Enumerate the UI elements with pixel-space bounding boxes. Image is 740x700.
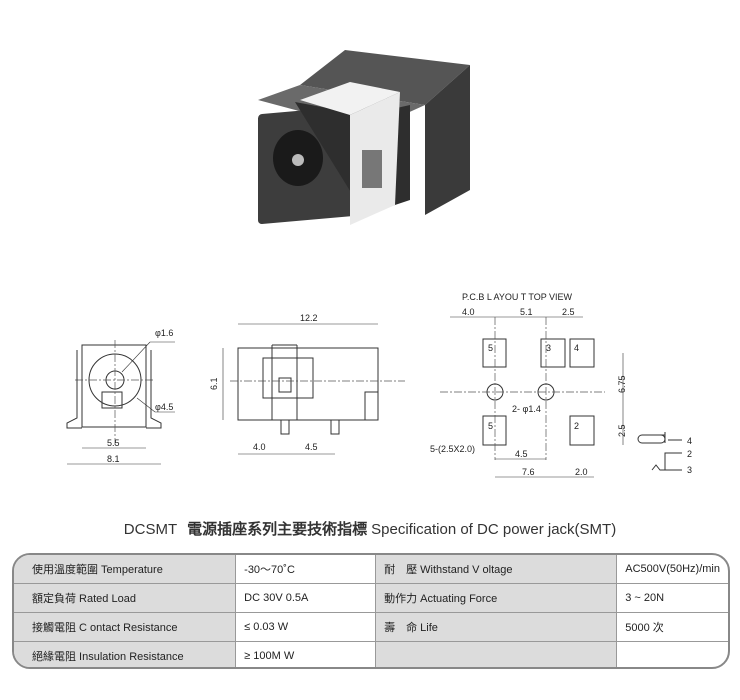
spec-label	[375, 641, 618, 667]
dim-bottom-1: 4.5	[515, 449, 528, 459]
spec-value	[616, 641, 728, 667]
pad-label: 2	[574, 421, 579, 431]
dim-w-inner: 5.5	[107, 438, 120, 448]
dim-holes: 2- φ1.4	[512, 404, 541, 414]
spec-value: 5000 次	[616, 612, 728, 642]
pcb-layout-drawing: P.C.B L AYOU T TOP VIEW 4.0 5.1 2.5 5 3 …	[430, 292, 692, 478]
front-view-drawing: φ1.6 φ4.5 5.5 8.1	[66, 328, 175, 465]
dim-d-outer: φ4.5	[155, 402, 173, 412]
pad-label: 5	[488, 343, 493, 353]
dim-right-2: 2.5	[617, 424, 627, 437]
spec-label: 額定負荷 Rated Load	[14, 583, 237, 613]
spec-value: ≤ 0.03 W	[235, 612, 377, 642]
dim-d-inner: φ1.6	[155, 328, 173, 338]
spec-value: AC500V(50Hz)/min	[616, 555, 728, 584]
model-name: DCSMT	[123, 521, 178, 538]
pad-label: 5	[488, 421, 493, 431]
spec-value: ≥ 100M W	[235, 641, 377, 667]
spec-label: 動作力 Actuating Force	[375, 583, 618, 613]
dim-height: 6.1	[209, 377, 219, 390]
spec-label: 使用溫度範圍 Temperature	[14, 555, 237, 584]
spec-label: 接觸電阻 C ontact Resistance	[14, 612, 237, 642]
dim-bottom-3: 2.0	[575, 467, 588, 477]
pin-label: 2	[687, 449, 692, 459]
dim-bottom-2: 7.6	[522, 467, 535, 477]
product-photo	[258, 50, 470, 225]
dim-right-1: 6.75	[617, 375, 627, 393]
pin-label: 3	[687, 465, 692, 475]
pad-label: 3	[546, 343, 551, 353]
schematic-symbol: 4 2 3	[637, 432, 692, 475]
dim-w-outer: 8.1	[107, 454, 120, 464]
pcb-title: P.C.B L AYOU T TOP VIEW	[462, 292, 573, 302]
spec-label: 絕緣電阻 Insulation Resistance	[14, 641, 237, 667]
dim-top-1: 4.0	[462, 307, 475, 317]
spec-value: -30～70˚C	[235, 555, 377, 584]
pad-label: 4	[574, 343, 579, 353]
dim-pads: 5-(2.5X2.0)	[430, 444, 475, 454]
spec-value: DC 30V 0.5A	[235, 583, 377, 613]
spec-label: 耐 壓 Withstand V oltage	[375, 555, 618, 584]
spec-label: 壽 命 Life	[375, 612, 618, 642]
dim-length: 12.2	[300, 313, 318, 323]
dim-top-2: 5.1	[520, 307, 533, 317]
title-en: Specification of DC power jack(SMT)	[371, 521, 617, 538]
spec-value: 3 ~ 20N	[616, 583, 728, 613]
side-view-drawing: 12.2 6.1 4.0 4.5	[209, 313, 405, 455]
pin-label: 4	[687, 436, 692, 446]
dim-pin2: 4.5	[305, 442, 318, 452]
dim-top-3: 2.5	[562, 307, 575, 317]
dim-pin1: 4.0	[253, 442, 266, 452]
title-zh: 電源插座系列主要技術指標	[187, 521, 368, 538]
table-row: 絕緣電阻 Insulation Resistance≥ 100M W	[14, 641, 728, 667]
